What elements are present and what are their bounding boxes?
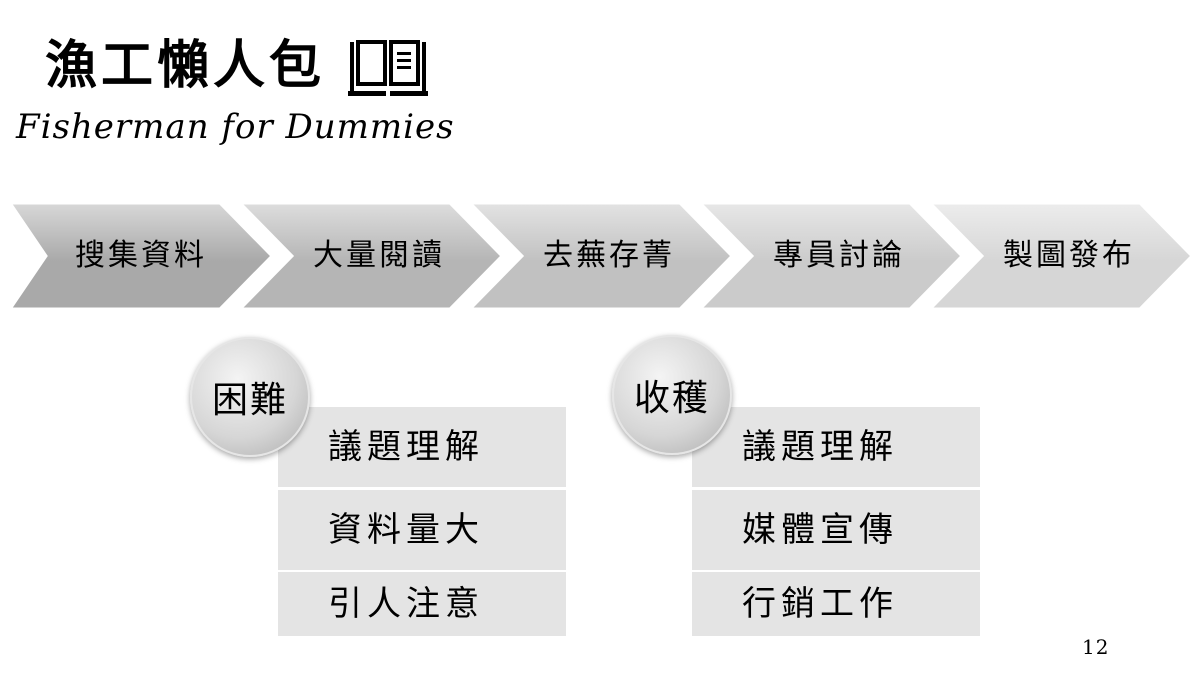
process-step-label: 搜集資料	[75, 238, 207, 273]
process-flow: 搜集資料 大量閱讀 去蕪存菁 專員討論 製圖發布	[10, 203, 1192, 309]
chevron-arrow-shape	[470, 203, 732, 309]
process-step: 大量閱讀	[240, 203, 502, 309]
process-step-label: 製圖發布	[1003, 238, 1135, 273]
chevron-arrow-shape	[700, 203, 962, 309]
process-step: 去蕪存菁	[470, 203, 732, 309]
gain-item: 媒體宣傳	[692, 490, 980, 570]
slide-title: 漁工懶人包	[45, 35, 326, 96]
chevron-arrow-shape	[930, 203, 1192, 309]
chevron-arrow-shape	[240, 203, 502, 309]
gain-item: 議題理解	[692, 407, 980, 487]
process-step-label: 去蕪存菁	[543, 238, 675, 273]
process-step: 搜集資料	[10, 203, 272, 309]
page-number: 12	[1082, 635, 1110, 659]
difficulty-item: 資料量大	[278, 490, 566, 570]
book-icon	[348, 40, 428, 96]
difficulties-badge: 困難	[190, 337, 310, 457]
process-step-label: 大量閱讀	[313, 238, 445, 273]
gain-item: 行銷工作	[692, 572, 980, 636]
slide-subtitle: Fisherman for Dummies	[16, 107, 455, 147]
chevron-arrow-shape	[10, 203, 272, 309]
process-step: 製圖發布	[930, 203, 1192, 309]
process-step: 專員討論	[700, 203, 962, 309]
process-step-label: 專員討論	[773, 238, 905, 273]
difficulty-item: 引人注意	[278, 572, 566, 636]
gains-badge: 收穫	[612, 335, 732, 455]
difficulty-item: 議題理解	[278, 407, 566, 487]
